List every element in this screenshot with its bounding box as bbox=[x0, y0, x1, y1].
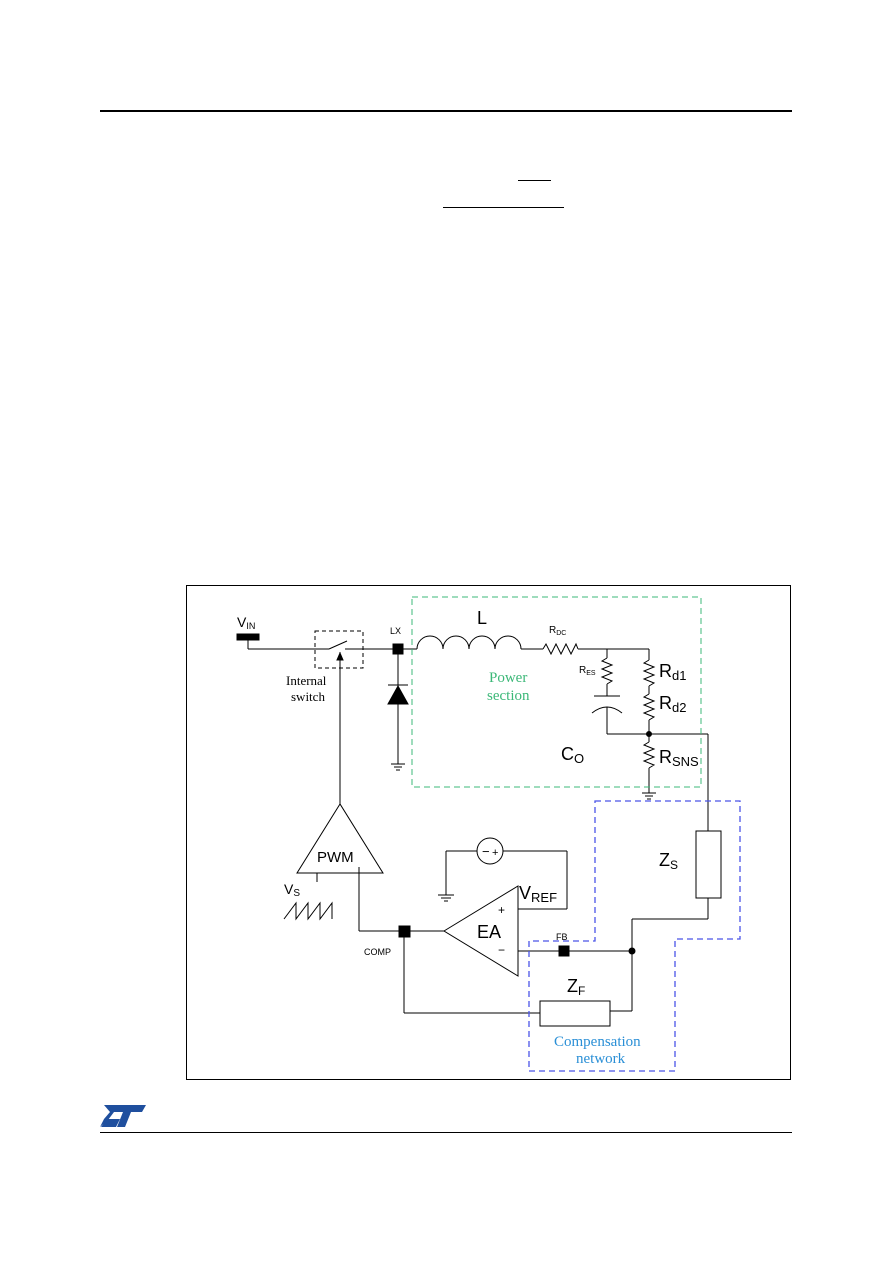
footer-rule bbox=[100, 1132, 792, 1133]
vref-source-icon bbox=[476, 837, 504, 865]
ea-label: EA bbox=[477, 922, 501, 942]
rdc-label: RDC bbox=[549, 625, 566, 637]
zs-impedance-icon bbox=[695, 830, 722, 899]
rd2-resistor-icon bbox=[642, 693, 656, 721]
comp-node bbox=[398, 925, 411, 938]
power-section-label: Power bbox=[489, 670, 527, 686]
compensation-network-label-line2: network bbox=[576, 1051, 626, 1067]
lx-label: LX bbox=[390, 626, 401, 636]
vin-label: VIN bbox=[237, 614, 255, 631]
ea-plus-label: + bbox=[498, 903, 505, 917]
header-rule bbox=[100, 110, 792, 112]
internal-switch-label: Internal bbox=[286, 673, 327, 688]
buck-converter-schematic: VIN LX L RDC RES Rd1 Rd2 CO RSNS PWM VS … bbox=[236, 596, 741, 1072]
figure-frame: VIN LX L RDC RES Rd1 Rd2 CO RSNS PWM VS … bbox=[186, 585, 791, 1080]
rd2-label: Rd2 bbox=[659, 693, 686, 715]
ea-minus-label: − bbox=[498, 943, 505, 957]
res-label: RES bbox=[579, 665, 596, 677]
inductor-label: L bbox=[477, 608, 487, 628]
comp-label: COMP bbox=[364, 947, 391, 957]
st-logo bbox=[100, 1105, 146, 1127]
arrow-head bbox=[336, 651, 344, 661]
zf-label: ZF bbox=[567, 976, 585, 998]
inductor-icon bbox=[416, 635, 522, 650]
vref-label: VREF bbox=[519, 883, 557, 905]
zf-impedance-icon bbox=[539, 1000, 611, 1027]
diode-icon bbox=[387, 684, 409, 705]
error-amplifier-icon bbox=[443, 885, 519, 977]
compensation-network-label: Compensation bbox=[554, 1034, 641, 1050]
vin-terminal bbox=[236, 633, 260, 641]
lx-node bbox=[392, 643, 404, 655]
sawtooth-icon bbox=[283, 901, 333, 921]
pwm-label: PWM bbox=[317, 849, 354, 866]
rd1-resistor-icon bbox=[642, 659, 656, 687]
rdc-resistor-icon bbox=[542, 642, 579, 656]
co-label: CO bbox=[561, 744, 584, 766]
power-section-label-line2: section bbox=[487, 688, 530, 704]
vs-label: VS bbox=[284, 881, 300, 899]
zs-label: ZS bbox=[659, 850, 678, 872]
fb-node bbox=[558, 945, 570, 957]
rsns-label: RSNS bbox=[659, 747, 699, 769]
power-section-region bbox=[411, 596, 702, 788]
switch-blade bbox=[328, 640, 348, 650]
pwm-comparator-icon bbox=[296, 803, 384, 874]
rsns-resistor-icon bbox=[642, 741, 656, 769]
fb-label: FB bbox=[556, 932, 568, 942]
equation-fraction-bar bbox=[443, 207, 564, 208]
vref-source-plus: + bbox=[492, 847, 498, 859]
rd1-label: Rd1 bbox=[659, 661, 686, 683]
compensation-network-region bbox=[528, 800, 741, 1072]
internal-switch-label-line2: switch bbox=[291, 689, 325, 704]
vref-source-minus: − bbox=[482, 844, 490, 859]
res-resistor-icon bbox=[600, 657, 614, 685]
equation-fraction-bar bbox=[518, 180, 551, 181]
